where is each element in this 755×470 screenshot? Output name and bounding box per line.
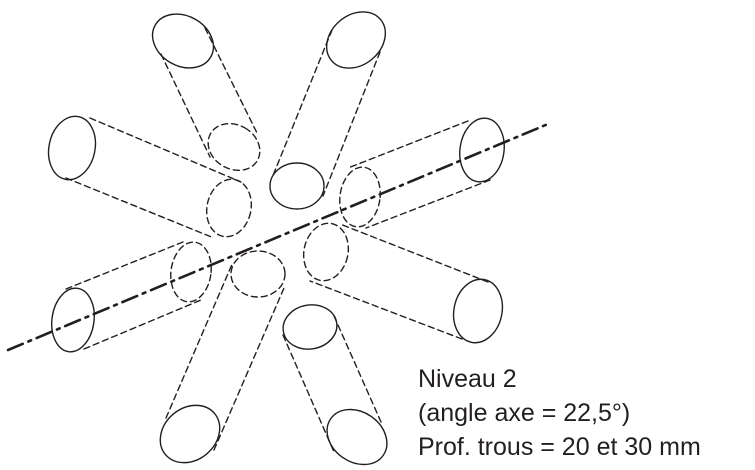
hole-6-outer-ellipse (452, 278, 504, 344)
hole-5-outer-ellipse (51, 287, 95, 353)
drill-hole-4 (339, 117, 505, 229)
hole-7-edge-left (165, 261, 234, 419)
level-label: Niveau 2 (418, 365, 517, 393)
hole-6-edge-top (339, 223, 489, 283)
drill-hole-8 (282, 304, 388, 466)
drill-hole-7 (159, 250, 286, 464)
hole-7-inner-ellipse (230, 250, 286, 298)
hole-3-inner-ellipse (205, 178, 253, 238)
hole-4-outer-ellipse (459, 117, 505, 183)
hole-6-inner-ellipse (302, 222, 350, 282)
hole-8-edge-right (333, 315, 382, 423)
hole-4-edge-bottom (365, 179, 491, 229)
hole-2-outer-ellipse (325, 11, 387, 69)
drill-hole-3 (47, 115, 253, 239)
hole-1-outer-ellipse (151, 13, 215, 69)
hole-8-inner-ellipse (282, 304, 338, 350)
drill-hole-1 (151, 13, 261, 172)
hole-2-edge-left (271, 29, 333, 179)
hole-depth-label: Prof. trous = 20 et 30 mm (418, 433, 701, 461)
hole-3-edge-bottom (65, 177, 215, 239)
drill-hole-5 (51, 241, 212, 353)
hole-8-outer-ellipse (326, 408, 388, 466)
drill-hole-6 (302, 222, 504, 344)
hole-1-edge-left (160, 53, 211, 158)
hole-2-edge-right (322, 51, 381, 197)
hole-4-inner-ellipse (339, 166, 381, 228)
hole-7-outer-ellipse (159, 404, 221, 464)
hole-5-edge-bottom (83, 299, 202, 350)
hole-3-outer-ellipse (47, 115, 97, 181)
hole-5-edge-top (65, 241, 184, 290)
axis-line (6, 122, 550, 352)
diagram-caption: Niveau 2 (angle axe = 22,5°) Prof. trous… (418, 362, 701, 464)
drill-hole-2 (269, 11, 387, 210)
hole-1-inner-ellipse (207, 122, 261, 172)
hole-3-edge-top (89, 117, 242, 183)
hole-2-inner-ellipse (269, 162, 325, 210)
axis-angle-label: (angle axe = 22,5°) (418, 399, 631, 427)
hole-8-edge-left (282, 334, 335, 453)
hole-7-edge-right (213, 287, 285, 451)
hole-4-edge-top (347, 120, 469, 169)
hole-6-edge-bottom (309, 280, 463, 340)
hole-5-inner-ellipse (170, 241, 212, 303)
hole-1-edge-right (204, 27, 259, 136)
